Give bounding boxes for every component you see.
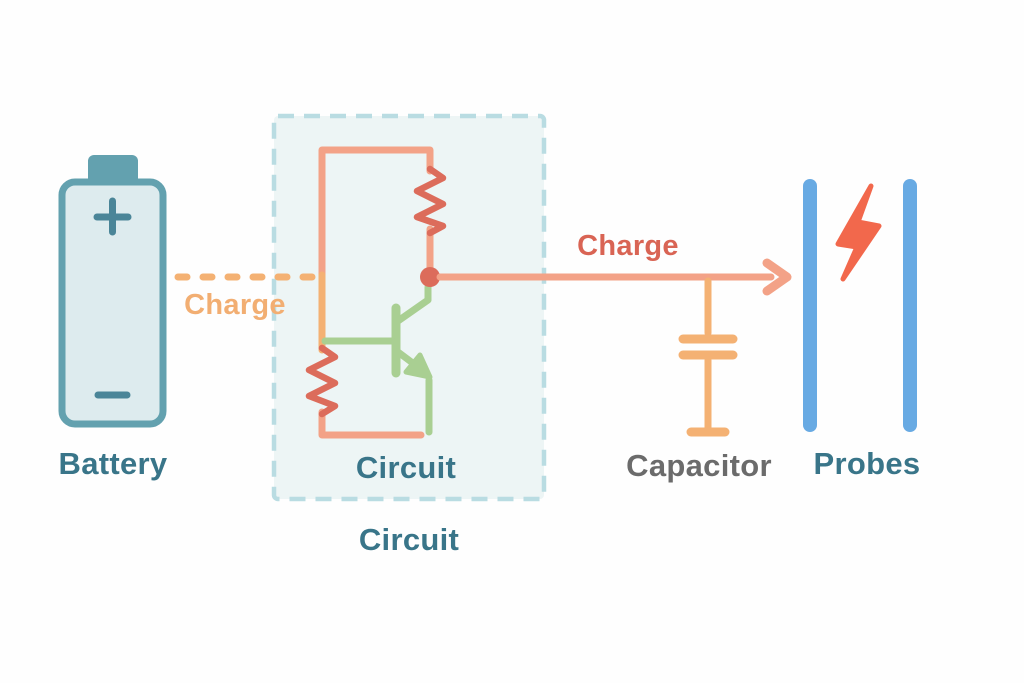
capacitor-icon — [678, 277, 738, 437]
battery-body — [58, 178, 167, 428]
transistor-emitter-arrowhead — [403, 352, 433, 380]
transistor-icon — [321, 283, 433, 436]
capacitor-label: Capacitor — [626, 448, 772, 483]
battery-label: Battery — [58, 446, 168, 481]
circuit-box — [271, 113, 547, 502]
lightning-icon — [835, 183, 882, 282]
transistor-collector-lead — [394, 283, 432, 325]
charge-in-label: Charge — [184, 289, 286, 321]
charge-out-label: Charge — [577, 230, 679, 262]
charge-arrow-icon — [436, 258, 792, 296]
wire-bottom — [318, 408, 425, 439]
battery-plus-icon — [93, 197, 132, 236]
resistor-top-icon — [413, 165, 447, 237]
wire-top — [318, 146, 434, 285]
probes-label: Probes — [813, 446, 921, 481]
charge-arrowhead — [762, 258, 792, 296]
battery-icon — [58, 155, 167, 428]
junction-dot-icon — [420, 267, 440, 287]
resistor-left-icon — [305, 344, 339, 418]
probes-icon — [803, 179, 917, 432]
circuit-outer-label: Circuit — [358, 522, 460, 557]
circuit-inner-label: Circuit — [355, 450, 457, 485]
